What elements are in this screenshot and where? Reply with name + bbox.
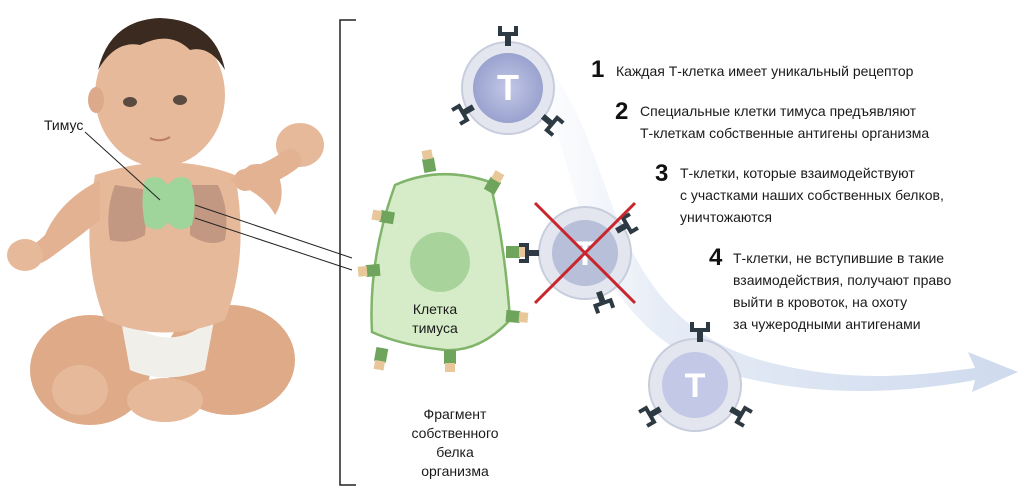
thymus-organ: [142, 176, 195, 230]
thymus-cell-label: Клетка тимуса: [412, 301, 458, 336]
svg-text:Т: Т: [497, 67, 519, 108]
antigen-presenters: [357, 149, 529, 372]
step-4-number: 4: [709, 244, 723, 271]
svg-text:Т: Т: [685, 367, 706, 405]
t-cell-destroyed: Т: [519, 201, 639, 314]
thymus-cell-nucleus: [410, 232, 470, 292]
step-2-number: 2: [615, 98, 629, 125]
bracket: [339, 19, 356, 486]
baby-illustration: [7, 18, 324, 425]
step-4-text: Т-клетки, не вступившие в такие взаимоде…: [733, 250, 952, 332]
step-3-text: Т-клетки, которые взаимодействуют с учас…: [680, 165, 944, 225]
thymus-cell: [370, 173, 512, 352]
thymus-label: Тимус: [44, 117, 84, 133]
t-cell-released: Т: [638, 322, 753, 432]
step-1-text: Каждая Т-клетка имеет уникальный рецепто…: [616, 63, 914, 79]
t-cell-top: Т: [451, 26, 565, 137]
thymus-pointer: [84, 131, 161, 201]
zoom-line-top: [194, 204, 353, 259]
cross-mark-b: [533, 201, 637, 305]
zoom-line-bottom: [194, 217, 353, 271]
step-3-number: 3: [655, 160, 669, 187]
step-1-number: 1: [591, 56, 605, 83]
self-protein-fragment-label: Фрагмент собственного белка организма: [411, 406, 499, 479]
step-2-text: Специальные клетки тимуса предъявляют Т-…: [640, 103, 930, 141]
